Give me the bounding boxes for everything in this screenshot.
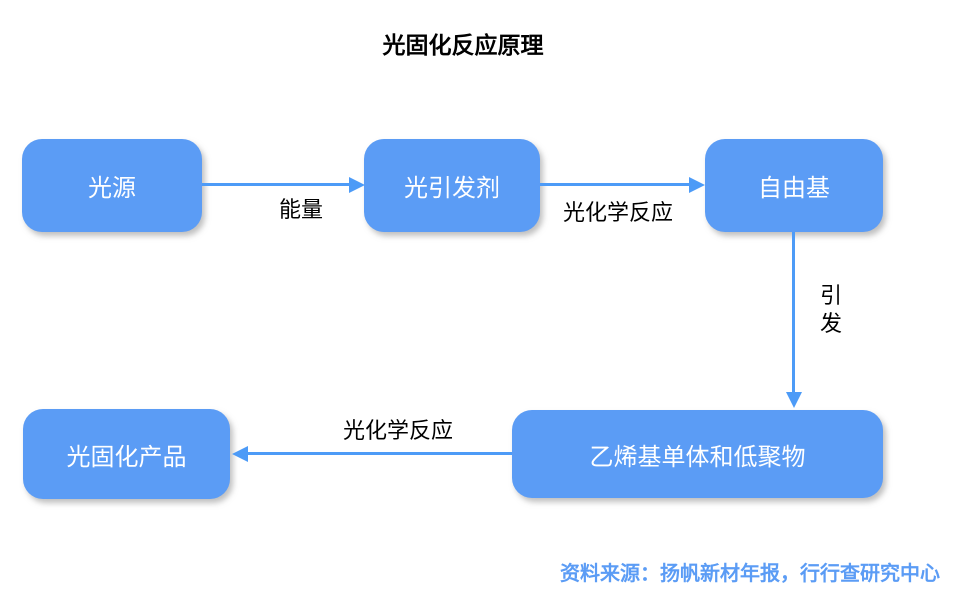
node-light-source-label: 光源 [88, 175, 136, 202]
node-cured-product: 光固化产品 [23, 409, 230, 499]
edge-label-photochemical: 光化学反应 [563, 200, 674, 225]
source-note: 资料来源：扬帆新材年报，行行查研究中心 [560, 563, 940, 585]
arrow-photochemical-line [540, 183, 689, 186]
arrow-cure-line [248, 452, 512, 455]
edge-label-initiate: 引发 [819, 283, 842, 336]
node-free-radical: 自由基 [705, 139, 883, 232]
arrow-right-icon [349, 176, 365, 193]
node-photoinitiator-label: 光引发剂 [404, 175, 500, 202]
node-light-source: 光源 [22, 139, 202, 232]
arrow-left-icon [232, 445, 248, 462]
arrow-initiate-line [792, 232, 795, 392]
edge-label-energy: 能量 [278, 197, 323, 222]
arrow-down-icon [785, 392, 802, 408]
arrow-right-icon [689, 176, 705, 193]
node-vinyl-monomer: 乙烯基单体和低聚物 [512, 410, 883, 498]
diagram-title: 光固化反应原理 [382, 32, 544, 58]
edge-label-cure: 光化学反应 [342, 418, 453, 443]
arrow-energy-line [202, 183, 349, 186]
node-vinyl-monomer-label: 乙烯基单体和低聚物 [589, 443, 806, 471]
node-cured-product-label: 光固化产品 [66, 443, 187, 471]
node-photoinitiator: 光引发剂 [364, 139, 540, 232]
node-free-radical-label: 自由基 [758, 175, 830, 202]
